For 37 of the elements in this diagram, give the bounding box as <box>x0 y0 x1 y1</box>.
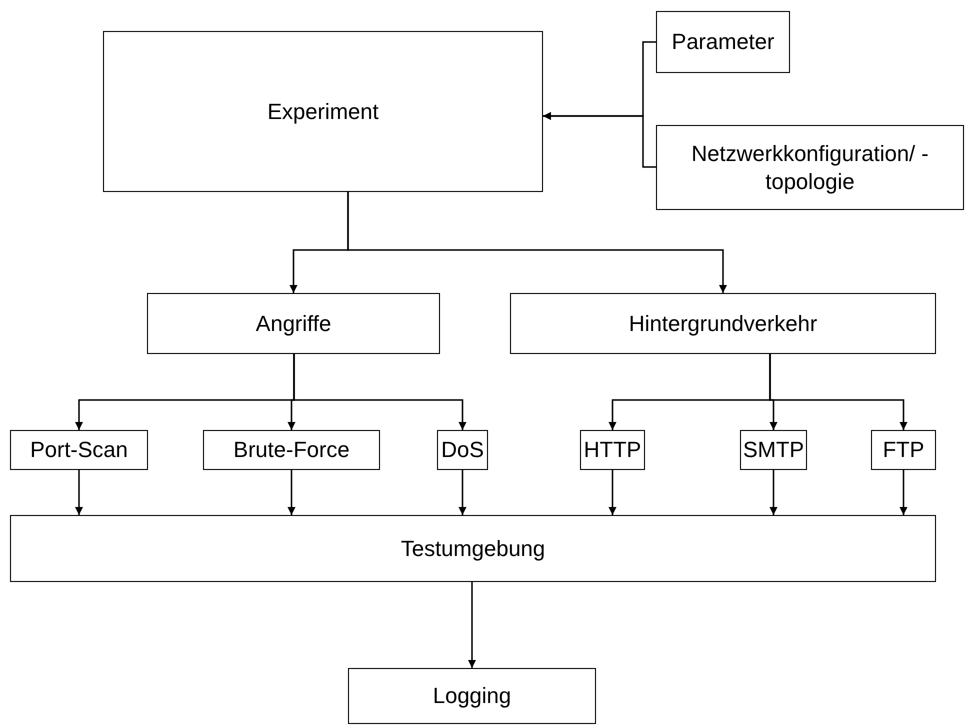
node-label: Experiment <box>267 98 379 126</box>
process-box <box>437 430 488 470</box>
process-box <box>871 430 936 470</box>
arrow <box>770 470 778 515</box>
node-label: Netzwerkkonfiguration/ -topologie <box>690 140 930 195</box>
node-label: Parameter <box>672 28 774 56</box>
process-box <box>656 125 964 210</box>
process-box <box>348 668 596 724</box>
process-box <box>147 293 440 354</box>
node-label: Port-Scan <box>30 436 128 464</box>
process-box <box>10 515 936 582</box>
arrow <box>458 470 466 515</box>
process-box <box>10 430 148 470</box>
process-box <box>740 430 807 470</box>
arrow <box>75 470 83 515</box>
node-label: FTP <box>882 436 924 464</box>
process-box <box>580 430 645 470</box>
arrow <box>468 582 476 668</box>
node-label: DoS <box>441 436 484 464</box>
node-label: Brute-Force <box>233 436 350 464</box>
process-box <box>656 11 790 73</box>
arrow <box>543 112 656 168</box>
node-label: Hintergrundverkehr <box>628 310 818 338</box>
node-label: Testumgebung <box>400 534 546 562</box>
node-label: Angriffe <box>256 310 332 338</box>
arrow <box>608 470 616 515</box>
arrow <box>347 192 727 293</box>
arrow <box>769 354 908 430</box>
process-box <box>103 31 543 192</box>
arrow <box>288 470 296 515</box>
node-label: SMTP <box>742 436 804 464</box>
process-box <box>510 293 936 354</box>
node-label: HTTP <box>584 436 642 464</box>
node-label: Logging <box>432 682 512 710</box>
process-box <box>203 430 380 470</box>
arrow <box>900 470 908 515</box>
arrow <box>293 354 466 430</box>
